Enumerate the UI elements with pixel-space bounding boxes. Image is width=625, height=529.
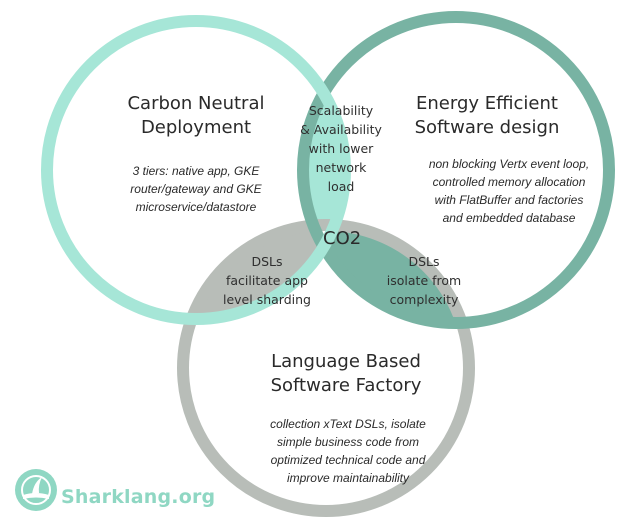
energy-note-line3: with FlatBuffer and factories bbox=[434, 193, 584, 207]
intersection-energy-language-line2: isolate from bbox=[386, 273, 462, 288]
intersection-carbon-energy-line5: load bbox=[327, 179, 355, 194]
intersection-carbon-language-line1: DSLs bbox=[251, 254, 283, 269]
intersection-carbon-energy-line4: network bbox=[315, 160, 367, 175]
energy-title: Energy Efficient Software design bbox=[387, 92, 587, 140]
intersection-carbon-language-line2: facilitate app bbox=[225, 273, 308, 288]
language-title: Language Based Software Factory bbox=[246, 350, 446, 398]
energy-title-line2: Software design bbox=[414, 117, 560, 138]
brand-name[interactable]: Sharklang.org bbox=[61, 486, 216, 508]
circle-energy bbox=[297, 11, 615, 329]
language-note-line3: optimized technical code and bbox=[270, 453, 426, 467]
intersection-energy-language-line3: complexity bbox=[389, 292, 459, 307]
intersection-carbon-energy-line1: Scalability bbox=[308, 103, 374, 118]
language-note-line4: improve maintainability bbox=[286, 471, 410, 485]
lens-carbon-language bbox=[183, 225, 345, 319]
shark-fin-logo-icon bbox=[15, 469, 57, 511]
carbon-note: 3 tiers: native app, GKE router/gateway … bbox=[96, 162, 296, 216]
intersection-carbon-energy-line2: & Availability bbox=[300, 122, 382, 137]
carbon-note-line1: 3 tiers: native app, GKE bbox=[132, 164, 260, 178]
circle-language bbox=[177, 219, 475, 517]
intersection-energy-language: DSLs isolate from complexity bbox=[369, 252, 479, 309]
language-title-line1: Language Based bbox=[271, 351, 421, 372]
energy-note-line4: and embedded database bbox=[442, 211, 576, 225]
circle-carbon bbox=[41, 15, 351, 325]
energy-title-line1: Energy Efficient bbox=[416, 93, 558, 114]
carbon-title: Carbon Neutral Deployment bbox=[96, 92, 296, 140]
language-title-line2: Software Factory bbox=[270, 375, 422, 396]
energy-note: non blocking Vertx event loop, controlle… bbox=[404, 155, 614, 227]
carbon-note-line3: microservice/datastore bbox=[135, 200, 257, 214]
lens-energy-language bbox=[303, 225, 469, 323]
language-note-line2: simple business code from bbox=[276, 435, 420, 449]
intersection-carbon-energy: Scalability & Availability with lower ne… bbox=[286, 101, 396, 196]
energy-note-line1: non blocking Vertx event loop, bbox=[428, 157, 590, 171]
intersection-carbon-language-line3: level sharding bbox=[223, 292, 311, 307]
intersection-carbon-language: DSLs facilitate app level sharding bbox=[212, 252, 322, 309]
center-label: CO2 bbox=[323, 228, 362, 249]
language-note: collection xText DSLs, isolate simple bu… bbox=[248, 415, 448, 487]
language-note-line1: collection xText DSLs, isolate bbox=[270, 417, 426, 431]
intersection-carbon-energy-line3: with lower bbox=[308, 141, 374, 156]
intersection-energy-language-line1: DSLs bbox=[408, 254, 440, 269]
carbon-title-line2: Deployment bbox=[140, 117, 252, 138]
energy-note-line2: controlled memory allocation bbox=[432, 175, 586, 189]
carbon-note-line2: router/gateway and GKE bbox=[130, 182, 262, 196]
carbon-title-line1: Carbon Neutral bbox=[127, 93, 265, 114]
